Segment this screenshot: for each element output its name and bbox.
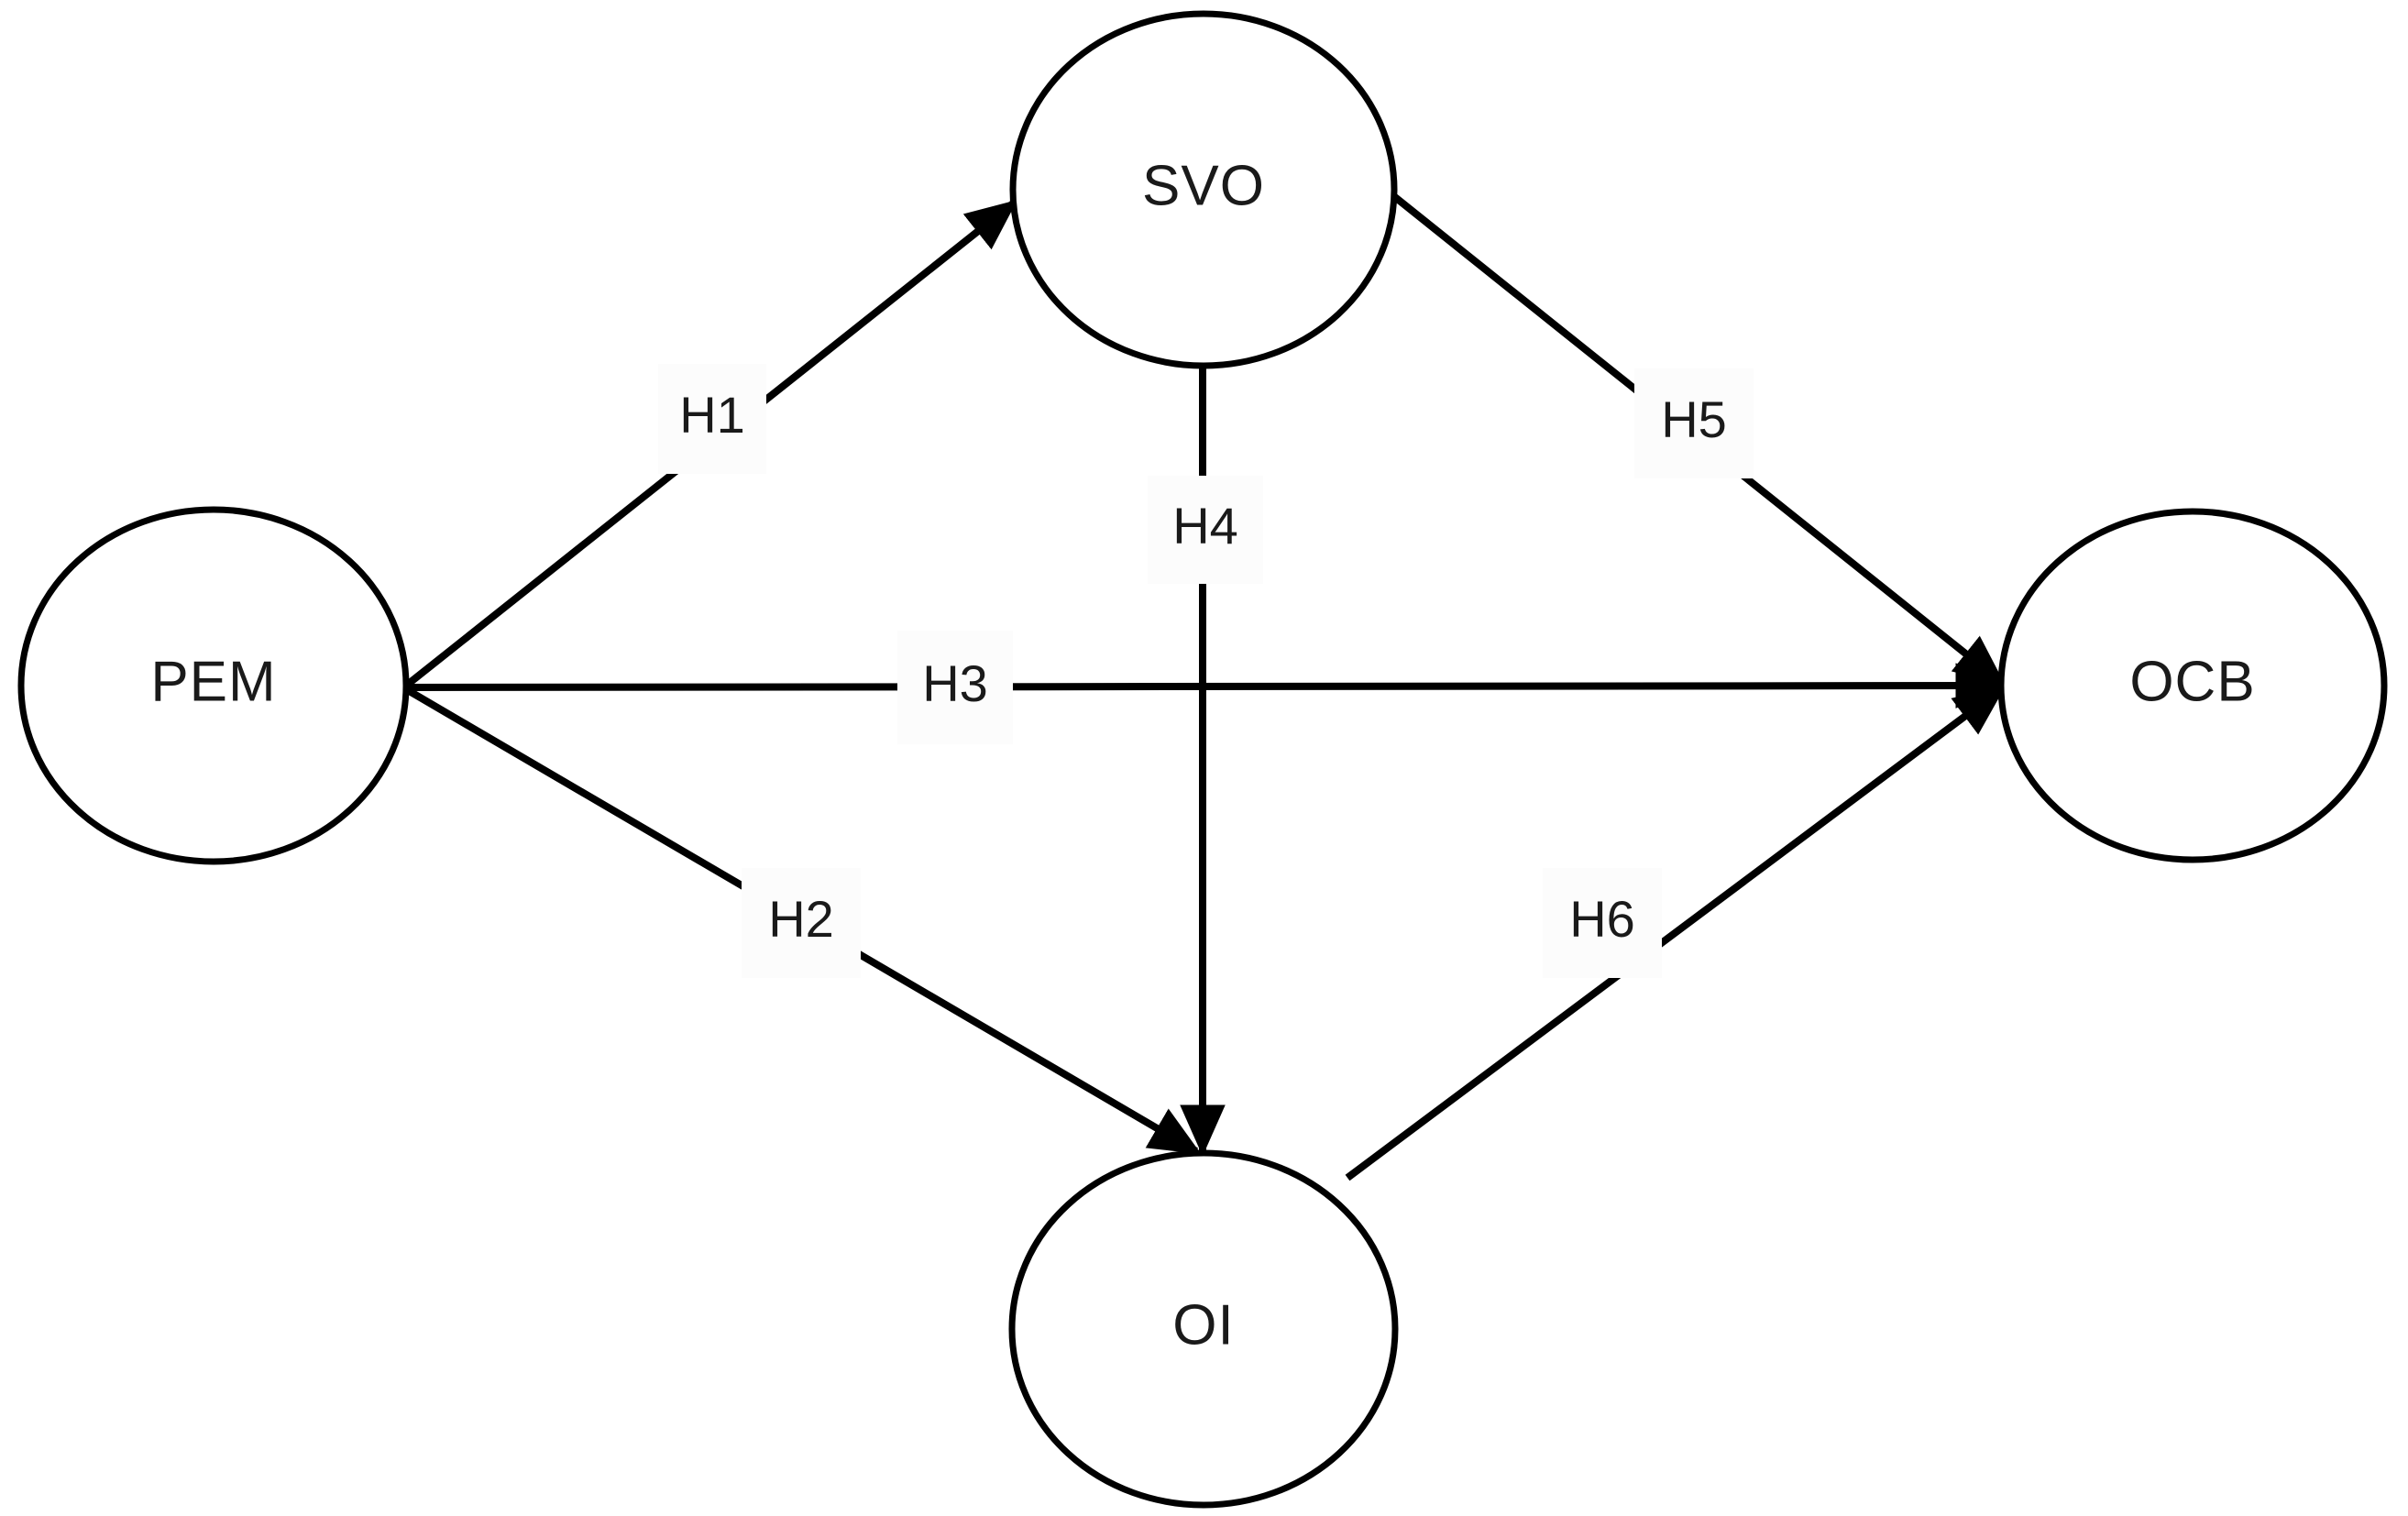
edge-label-h3: H3	[897, 631, 1013, 744]
edge-label-h3-mask	[897, 631, 1013, 744]
node-oi-label: OI	[1172, 1293, 1234, 1357]
edge-label-h1-mask	[658, 364, 766, 474]
node-ocb-label: OCB	[2129, 650, 2255, 713]
edge-label-h6-text: H6	[1569, 890, 1635, 948]
node-oi[interactable]: OI	[1008, 1149, 1399, 1509]
edge-label-h2-mask	[742, 868, 861, 978]
edge-label-h4-mask	[1148, 476, 1263, 584]
node-oi-shape[interactable]	[1008, 1149, 1399, 1509]
edge-label-h6-mask	[1543, 868, 1662, 978]
edge-labels-layer: H1 H2 H3 H4 H5 H6	[658, 364, 1754, 978]
edge-label-h3-text: H3	[922, 654, 988, 712]
edge-label-h2-text: H2	[768, 890, 834, 948]
edge-label-h5-mask	[1634, 368, 1754, 478]
edge-label-h1-text: H1	[679, 386, 745, 444]
edge-label-h6: H6	[1543, 868, 1662, 978]
node-svo[interactable]: SVO	[1009, 10, 1398, 369]
node-pem-label: PEM	[150, 650, 276, 713]
node-pem-shape[interactable]	[17, 506, 410, 865]
edge-label-h5: H5	[1634, 368, 1754, 478]
edge-label-h1: H1	[658, 364, 766, 474]
node-ocb-shape[interactable]	[1997, 508, 2388, 863]
node-pem[interactable]: PEM	[17, 506, 410, 865]
edge-label-h4: H4	[1148, 476, 1263, 584]
edge-h6-oi-to-ocb	[1345, 686, 2007, 1181]
edge-label-h4-text: H4	[1172, 497, 1238, 555]
edge-label-h2: H2	[742, 868, 861, 978]
nodes-layer: PEM SVO OCB OI	[17, 10, 2388, 1509]
node-ocb[interactable]: OCB	[1997, 508, 2388, 863]
edge-label-h5-text: H5	[1661, 390, 1727, 448]
node-svo-label: SVO	[1142, 154, 1265, 217]
node-svo-shape[interactable]	[1009, 10, 1398, 369]
